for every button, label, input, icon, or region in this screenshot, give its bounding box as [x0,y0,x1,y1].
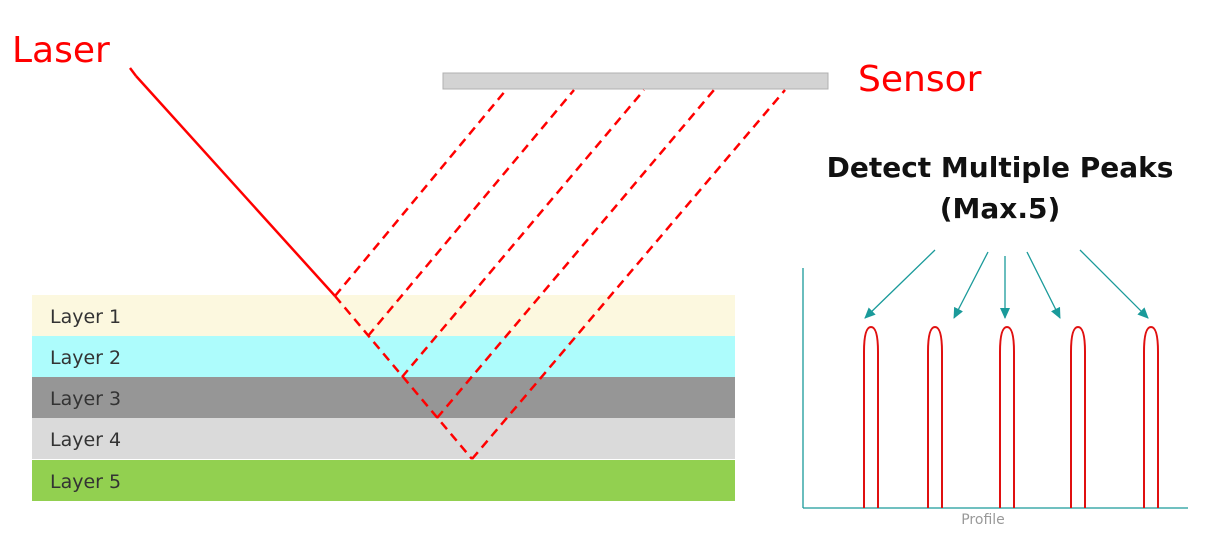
reflection-ray-1 [334,89,507,297]
peak-1 [863,325,879,508]
laser-label: Laser [12,30,110,71]
laser-tick [129,67,137,77]
profile-peaks [863,325,1159,508]
layer-2-label: Layer 2 [50,347,121,369]
peak-pointer-arrows [864,249,1149,319]
peak-4 [1070,325,1086,508]
layer-2-band [32,336,735,377]
sensor-bar [442,72,829,90]
peaks-subtitle: (Max.5) [940,192,1061,225]
reflection-ray-4 [436,89,715,419]
reflection-ray-2 [367,89,575,337]
layer-3-band [32,377,735,418]
layer-4-band [32,418,735,459]
peak-2 [927,325,943,508]
arrow-to-peak-5 [1079,249,1149,319]
peaks-title: Detect Multiple Peaks [827,151,1174,184]
reflection-rays [334,89,786,460]
layer-5-band [32,460,735,501]
layer-3-label: Layer 3 [50,388,121,410]
arrow-to-peak-2 [953,251,989,319]
layer-1-band [32,295,735,336]
sensor-label: Sensor [858,59,982,100]
reflection-ray-5 [471,89,786,460]
layer-1-label: Layer 1 [50,306,121,328]
peak-3 [999,325,1015,508]
laser-beam [129,67,336,297]
profile-label: Profile [961,512,1005,528]
arrow-to-peak-4 [1026,251,1061,319]
profile-axes [802,268,1188,509]
layer-4-label: Layer 4 [50,429,121,451]
layer-5-label: Layer 5 [50,471,121,493]
internal-ray-down [334,295,473,460]
laser-incident-ray [135,75,336,297]
reflection-ray-3 [401,89,645,378]
arrow-to-peak-1 [864,249,936,319]
layer-stack: Layer 1 Layer 2 Layer 3 Layer 4 Layer 5 [32,295,735,501]
peak-5 [1143,325,1159,508]
